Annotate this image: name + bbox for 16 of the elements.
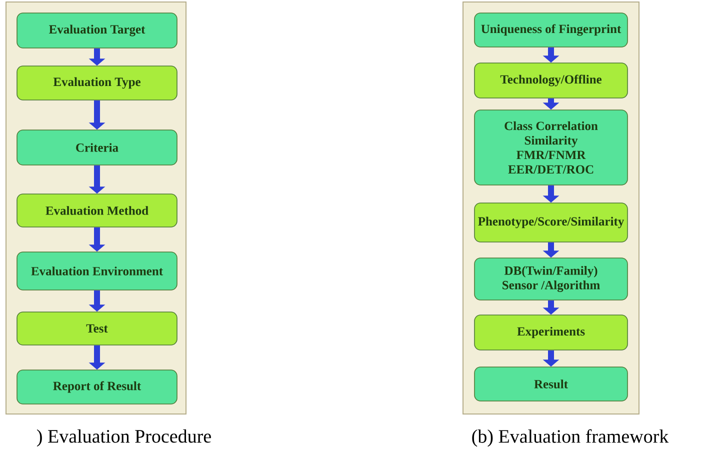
process-box: DB(Twin/Family) Sensor /Algorithm xyxy=(474,258,628,300)
process-box: Result xyxy=(474,366,628,402)
process-box: Experiments xyxy=(474,314,628,350)
process-box: Evaluation Target xyxy=(16,12,178,48)
process-box: Uniqueness of Fingerprint xyxy=(474,12,628,48)
process-box: Evaluation Type xyxy=(16,66,178,100)
process-box: Phenotype/Score/Similarity xyxy=(474,202,628,242)
process-box: Criteria xyxy=(16,130,178,166)
process-box: Class Correlation Similarity FMR/FNMR EER/DET/ROC xyxy=(474,110,628,186)
process-box: Evaluation Environment xyxy=(16,252,178,290)
process-box: Evaluation Method xyxy=(16,194,178,228)
caption: ) Evaluation Procedure xyxy=(37,429,211,447)
process-box: Technology/Offline xyxy=(474,62,628,98)
process-box: Test xyxy=(16,312,178,346)
process-box: Report of Result xyxy=(16,370,178,404)
caption: (b) Evaluation framework xyxy=(472,429,669,447)
